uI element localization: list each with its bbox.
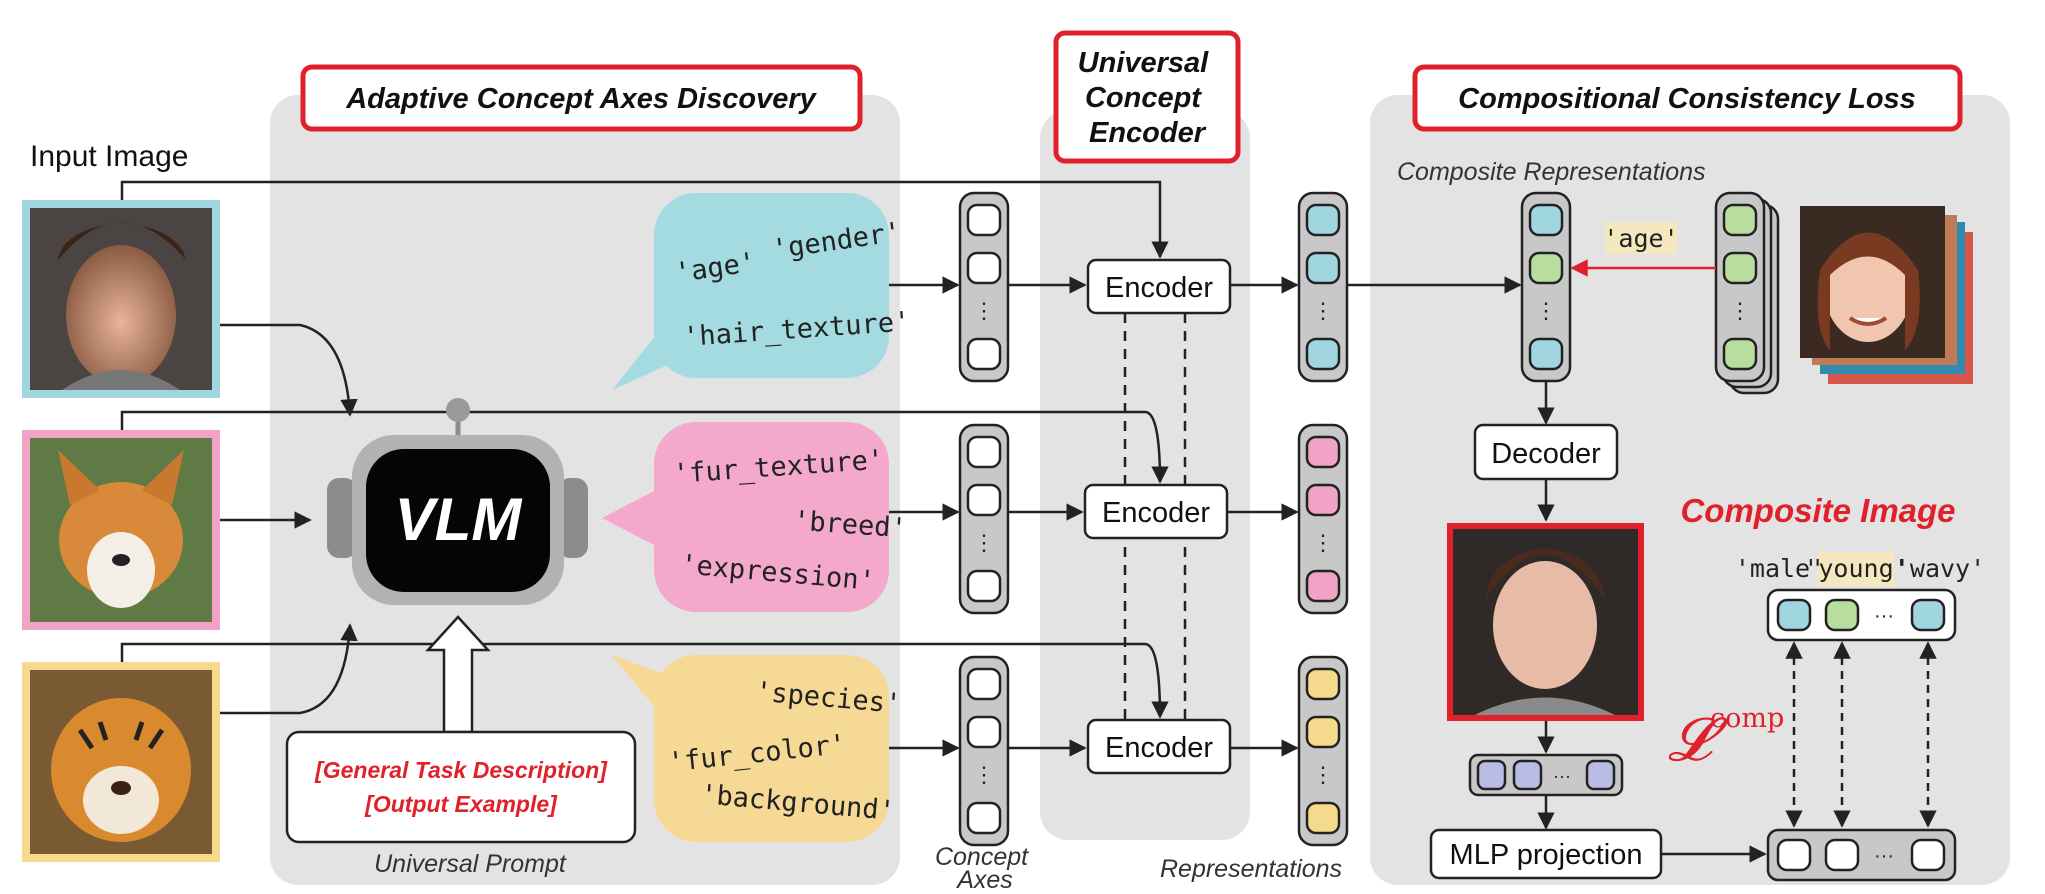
face-to-vlm-arrow [220,323,358,417]
representation-dog [1297,423,1349,615]
reference-image-stack [1800,206,1973,384]
mlp-label: MLP projection [1450,839,1643,871]
input-image-dog [22,430,220,630]
dog-to-encoder-line [120,410,1169,484]
encoder-title-line-3: Encoder [1089,117,1207,149]
concept-axes-tiger-vdots: ⋮ [973,762,995,787]
concept-axes-face [958,191,1010,383]
image-feature-ellipsis: ··· [1553,766,1571,786]
prompt-caption: Universal Prompt [374,850,567,878]
representation-callout [1370,175,1395,410]
reference-representation-stack [1714,191,1780,395]
composite-image [1447,523,1644,721]
tiger-to-vlm-arrow [220,623,358,715]
svg-text:Universal Concept Enco: Universal Concept Encoder [1078,47,1217,149]
representation-face-vdots: ⋮ [1312,298,1334,323]
representations-label: Representations [1160,855,1342,883]
prompt-box [285,730,637,844]
loss-superscript: comp [1710,703,1784,734]
age-tag: 'age' [1603,224,1678,253]
composite-representation-vdots: ⋮ [1535,298,1557,323]
concept-axes-tiger [958,655,1010,847]
input-image-face [22,200,220,398]
tiger-to-encoder-line [120,642,1169,719]
concept-axes-dog-vdots: ⋮ [973,530,995,555]
encoder-label-face: Encoder [1105,272,1213,304]
face-to-encoder-line [120,180,1169,259]
decoder-label: Decoder [1491,438,1601,470]
composite-word-male: 'male' [1735,554,1825,583]
encoder-title-box [1053,30,1241,164]
encoder-title-line-1: Universal [1078,47,1210,79]
reference-representation-vdots: ⋮ [1729,298,1751,323]
vlm-robot [327,398,588,605]
composite-word-wavy: 'wavy' [1895,554,1985,583]
concept-axes-label-2: Axes [955,866,1013,894]
concept-axes-face-vdots: ⋮ [973,298,995,323]
concept-axes-dog [958,423,1010,615]
encoder-box-tiger [1086,718,1232,775]
prompt-line-1: [General Task Description] [314,757,608,783]
adaptive-title: Adaptive Concept Axes Discovery [345,83,817,115]
svg-text:Concept Axes: Concept Axes [935,843,1035,894]
bubble-face [612,193,889,390]
projected-embedding-row [1766,828,1957,882]
bubble-tiger [612,655,889,842]
composite-representations-label: Composite Representations [1397,158,1706,186]
representation-face [1297,191,1349,383]
composite-image-label: Composite Image [1680,492,1955,529]
compositional-title: Compositional Consistency Loss [1458,83,1916,115]
representation-dog-vdots: ⋮ [1312,530,1334,555]
compositional-title-box [1412,64,1963,132]
adaptive-title-box [300,64,863,132]
young-highlight [1818,552,1894,586]
encoder-title-line-2: Concept [1085,82,1202,114]
encoder-label-tiger: Encoder [1105,732,1213,764]
projected-embedding-ellipsis: ··· [1874,845,1894,867]
composite-representation [1520,191,1572,383]
text-embedding-ellipsis: ··· [1874,605,1894,627]
prompt-line-2: [Output Example] [364,791,558,817]
encoder-box-face [1086,258,1232,315]
input-image-label: Input Image [30,140,188,173]
input-image-tiger [22,662,220,862]
image-feature-row [1468,753,1624,797]
composite-word-young: 'young' [1803,554,1908,583]
age-tag-bg [1605,222,1677,254]
representation-tiger [1297,655,1349,847]
bubble-dog [602,422,889,612]
concept-axes-label-1: Concept [935,843,1029,871]
vlm-label: VLM [395,486,524,553]
encoder-label-dog: Encoder [1102,497,1210,529]
representation-tiger-vdots: ⋮ [1312,762,1334,787]
text-embedding-row [1766,588,1957,642]
